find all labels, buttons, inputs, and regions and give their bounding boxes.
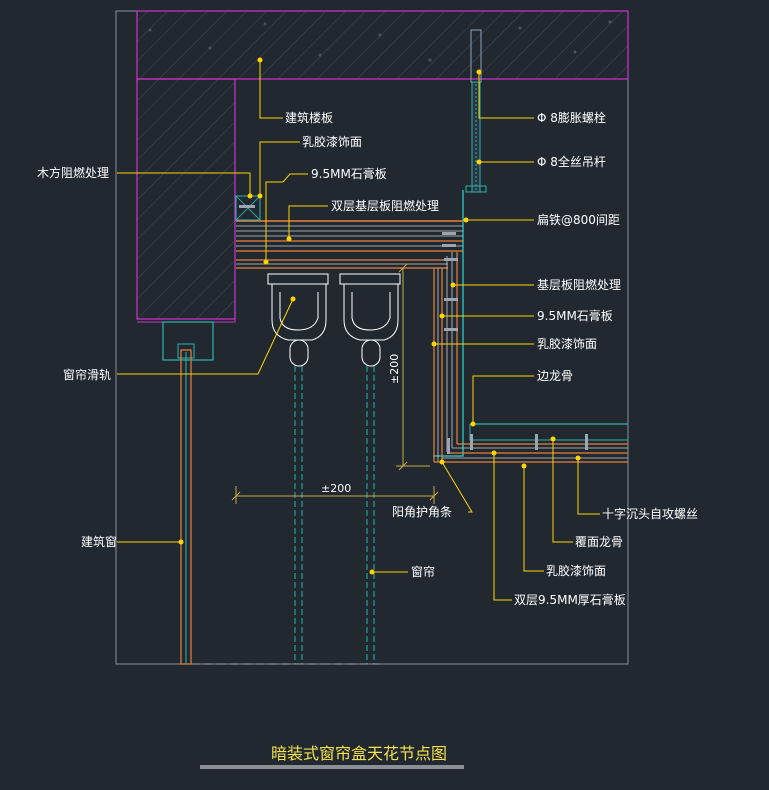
label-base-board-fire: 基层板阻燃处理 <box>537 277 621 292</box>
label-latex-paint-right: 乳胶漆饰面 <box>537 336 597 351</box>
dimension-horizontal-label: ±200 <box>321 482 351 495</box>
dimension-horizontal <box>231 486 439 504</box>
label-gypsum-95-right: 9.5MM石膏板 <box>537 308 613 323</box>
label-countersunk-screw: 十字沉头自攻螺丝 <box>602 506 698 521</box>
screws <box>239 205 588 454</box>
label-cover-keel: 覆面龙骨 <box>575 535 623 549</box>
label-latex-paint-bottom: 乳胶漆饰面 <box>546 563 606 578</box>
label-curtain: 窗帘 <box>411 564 435 579</box>
leader-dots <box>178 57 581 575</box>
edge-keel-lip <box>469 424 628 441</box>
concrete-slab <box>136 10 629 80</box>
curtain-box-side <box>433 252 458 462</box>
slab-aggregate <box>148 20 612 62</box>
threaded-rod <box>465 29 487 193</box>
label-double-base-fire: 双层基层板阻燃处理 <box>331 198 439 213</box>
label-corner-guard: 阳角护角条 <box>392 505 452 519</box>
drawing-title: 暗装式窗帘盒天花节点图 <box>271 744 447 763</box>
label-threaded-rod: Φ 8全丝吊杆 <box>537 154 606 169</box>
title-underline <box>200 765 464 769</box>
label-gypsum-95-top: 9.5MM石膏板 <box>311 166 387 181</box>
flat-iron <box>433 190 464 457</box>
curtain-track-left <box>267 273 329 367</box>
label-expansion-bolt: Φ 8膨胀螺栓 <box>537 110 606 125</box>
label-double-gypsum: 双层9.5MM厚石膏板 <box>514 592 626 607</box>
label-edge-keel: 边龙骨 <box>537 369 573 383</box>
ceiling-boards <box>434 443 628 463</box>
base-boards-top <box>236 220 463 252</box>
label-building-slab: 建筑楼板 <box>285 110 333 125</box>
window-head-frame <box>162 321 214 361</box>
label-latex-paint-top: 乳胶漆饰面 <box>302 134 362 149</box>
label-flat-iron: 扁铁@800间距 <box>537 213 620 227</box>
gypsum-top-inner <box>236 259 448 269</box>
label-wood-fire-treatment: 木方阻燃处理 <box>37 165 109 180</box>
label-curtain-track: 窗帘滑轨 <box>63 367 111 382</box>
leader-lines <box>117 60 600 601</box>
curtain-fabric <box>294 366 375 664</box>
label-building-window: 建筑窗 <box>81 534 117 549</box>
wall-beam <box>136 78 236 320</box>
dimension-vertical-label: ±200 <box>388 354 401 384</box>
dimension-vertical <box>396 263 430 471</box>
curtain-track-right <box>339 273 401 367</box>
